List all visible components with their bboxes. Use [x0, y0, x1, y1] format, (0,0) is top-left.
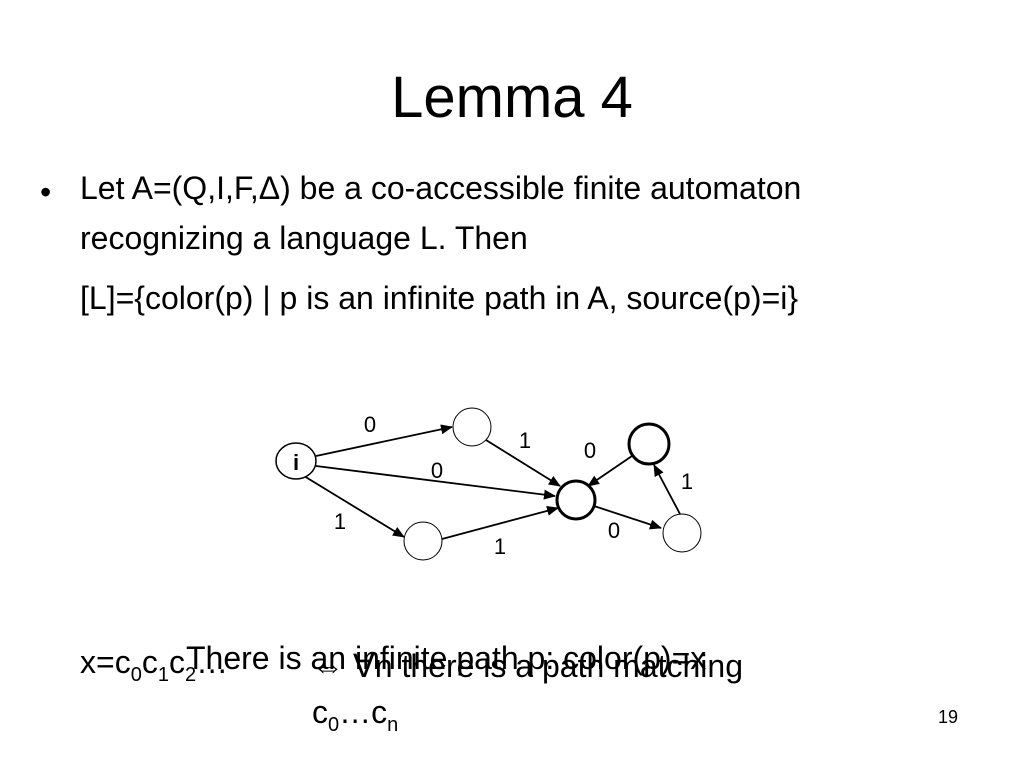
edge-label-bottom-to-center: 1 — [494, 534, 506, 559]
state-center-accepting — [555, 479, 597, 521]
state-topright-accepting — [627, 422, 671, 466]
edge-label-top-to-center: 1 — [519, 428, 531, 453]
edge-topright-to-center — [587, 455, 633, 487]
edge-i-to-top — [315, 424, 453, 457]
c-seq-sub-0: 0 — [328, 714, 340, 736]
x-sub-1: 1 — [157, 664, 169, 686]
edge-label-i-to-center: 0 — [431, 458, 443, 483]
iff-statement: ⇔ ∀n there is a path matching — [312, 646, 743, 686]
edge-label-i-to-top: 0 — [364, 412, 376, 437]
c-seq-dots: … — [339, 694, 372, 730]
state-initial — [275, 442, 317, 480]
infinite-path-statement: There is an infinite path p: color(p)=x — [186, 640, 707, 676]
edge-label-right-to-topright: 1 — [681, 469, 693, 494]
edge-label-i-to-bottom: 1 — [334, 509, 346, 534]
x-sequence: x=c0c1c2… — [80, 642, 229, 685]
x-c1: c — [141, 644, 158, 680]
edge-label-topright-to-center: 0 — [584, 438, 596, 463]
page-number: 19 — [938, 707, 959, 727]
state-right — [662, 513, 702, 553]
edge-top-to-center — [485, 439, 561, 487]
body-line-3: [L]={color(p) | p is an infinite path in… — [80, 280, 799, 316]
state-top — [452, 407, 492, 447]
iff-text: ∀n there is a path matching — [344, 648, 743, 684]
c-seq-cn: c — [371, 694, 388, 730]
x-sub-0: 0 — [130, 664, 142, 686]
x-ellipsis: … — [196, 644, 229, 680]
c-seq-sub-n: n — [387, 714, 399, 736]
slide-title: Lemma 4 — [391, 65, 633, 130]
x-sub-2: 2 — [184, 664, 197, 686]
edge-bottom-to-center — [441, 506, 559, 540]
edge-right-to-topright — [653, 464, 681, 515]
x-prefix: x=c — [80, 644, 131, 680]
iff-symbol: ⇔ — [312, 648, 344, 684]
body-line-1: Let A=(Q,I,F,Δ) be a co-accessible finit… — [80, 170, 802, 206]
edge-label-center-to-right: 0 — [608, 518, 620, 543]
body-line-2: recognizing a language L. Then — [80, 220, 528, 256]
edge-center-to-right — [593, 505, 662, 530]
state-initial-label: i — [293, 450, 299, 475]
state-bottom — [403, 521, 443, 561]
x-c2: c — [168, 644, 185, 680]
edge-i-to-center — [315, 465, 556, 500]
c-sequence: c0…cn — [312, 692, 398, 735]
c-seq-c0: c — [312, 694, 328, 730]
edge-i-to-bottom — [303, 475, 405, 538]
bullet-marker: • — [40, 174, 52, 210]
